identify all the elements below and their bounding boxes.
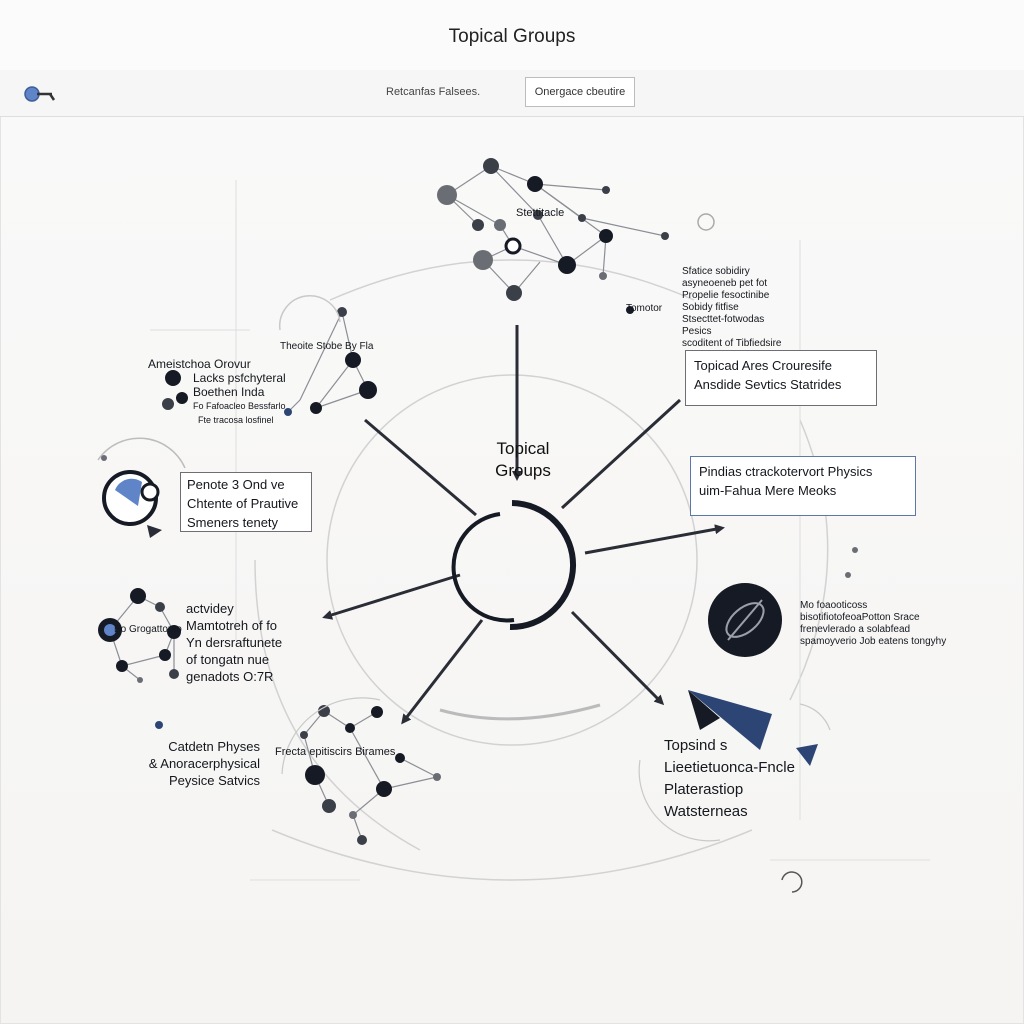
left-middle-text: actvidey Mamtotreh of fo Yn dersraftunet… [186, 601, 283, 684]
right-middle-text: Mo foaooticoss bisotifiotofeoaPotton Sra… [800, 600, 947, 647]
bottom-left-text: Catdetn Physes & Anoracerphysical Peysic… [148, 739, 260, 788]
arrow-upper-right [560, 398, 682, 510]
toolbar-link[interactable]: Retcanfas Falsees. [386, 86, 481, 98]
left-globe-icon[interactable] [97, 437, 186, 538]
small-decor [155, 213, 858, 893]
connector-arrows [322, 325, 725, 725]
bottom-right-text: Topsind s Lieetietuonca-Fncle Platerasti… [664, 737, 795, 820]
arrow-upper-left [364, 418, 477, 517]
bottom-right-shapes [638, 690, 831, 842]
left-middle-small: Bo Grogattouto [114, 624, 182, 635]
arrow-left [322, 573, 461, 620]
box-physics[interactable]: Pindias ctrackotervort Physics uim-Fahua… [690, 456, 916, 516]
network-top[interactable] [437, 158, 669, 301]
node-top-label: Stettitacle [516, 207, 565, 219]
right-orbit-icon[interactable] [708, 583, 782, 657]
top-right-tag: Tomotor [626, 303, 663, 314]
arrow-lower-left [401, 619, 484, 725]
diagram-canvas [97, 158, 930, 893]
box-left[interactable]: Penote 3 Ond ve Chtente of Prautive Smen… [180, 472, 312, 532]
toolbar-button[interactable]: Onergace cbeutire [525, 77, 635, 107]
network-bottom-center[interactable] [281, 697, 441, 845]
arrow-right [584, 524, 725, 555]
toolbar: Retcanfas Falsees. Onergace cbeutire [0, 70, 1024, 117]
upper-left-text: Ameistchoa Orovur Lacks psfchyteral Boet… [148, 357, 286, 425]
bottom-center-label: Frecta epitiscirs Birames [275, 746, 396, 758]
arrow-lower-right [570, 610, 665, 706]
upper-left-small: Theoite Stobe By Fla [280, 341, 374, 352]
search-icon[interactable] [22, 84, 62, 104]
top-right-note: Sfatice sobidiry asyneoeneb pet fot Prop… [682, 266, 782, 349]
topic-diagram: Topical Groups Stettitacle Sfatice sobid… [0, 116, 1024, 1024]
box-topical-areas[interactable]: Topicad Ares Crouresife Ansdide Sevtics … [685, 350, 877, 406]
window-title: Topical Groups [448, 26, 576, 47]
network-left-middle[interactable] [98, 588, 181, 683]
network-upper-left[interactable] [162, 295, 377, 416]
center-hub[interactable] [451, 500, 576, 631]
center-label: Topical Groups [495, 439, 551, 480]
decorative-faint-lines [150, 180, 930, 881]
title-bar: Topical Groups [0, 0, 1024, 71]
